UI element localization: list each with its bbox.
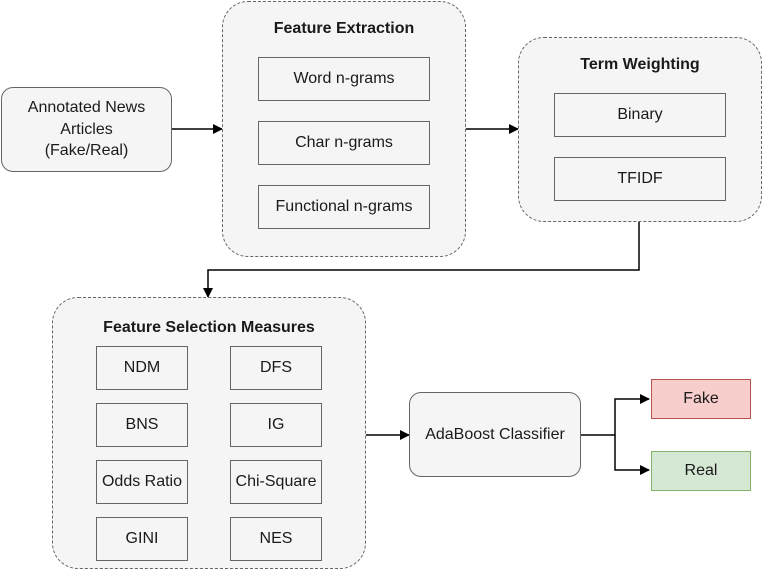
adaboost-classifier-node: AdaBoost Classifier bbox=[409, 392, 581, 477]
measure-nes: NES bbox=[230, 517, 322, 561]
edge-classifier-to-fake bbox=[581, 394, 650, 436]
measure-gini: GINI bbox=[96, 517, 188, 561]
measure-bns: BNS bbox=[96, 403, 188, 447]
output-real: Real bbox=[651, 451, 751, 491]
input-label: Annotated News Articles (Fake/Real) bbox=[27, 99, 146, 160]
weighting-tfidf: TFIDF bbox=[554, 157, 726, 201]
feature-extraction-title: Feature Extraction bbox=[273, 20, 415, 37]
feature-functional-ngrams: Functional n-grams bbox=[258, 185, 430, 229]
feature-selection-title: Feature Selection Measures bbox=[103, 319, 315, 336]
measure-odds-ratio: Odds Ratio bbox=[96, 460, 188, 504]
output-fake: Fake bbox=[651, 379, 751, 419]
edge-term-weighting-to-feature-selection bbox=[203, 222, 640, 298]
weighting-binary: Binary bbox=[554, 93, 726, 137]
feature-char-ngrams: Char n-grams bbox=[258, 121, 430, 165]
input-node: Annotated News Articles (Fake/Real) bbox=[1, 87, 172, 172]
measure-ndm: NDM bbox=[96, 346, 188, 390]
edge-classifier-to-real bbox=[614, 435, 650, 475]
measure-ig: IG bbox=[230, 403, 322, 447]
feature-word-ngrams: Word n-grams bbox=[258, 57, 430, 101]
measure-dfs: DFS bbox=[230, 346, 322, 390]
measure-chi-square: Chi-Square bbox=[230, 460, 322, 504]
term-weighting-title: Term Weighting bbox=[580, 56, 700, 73]
